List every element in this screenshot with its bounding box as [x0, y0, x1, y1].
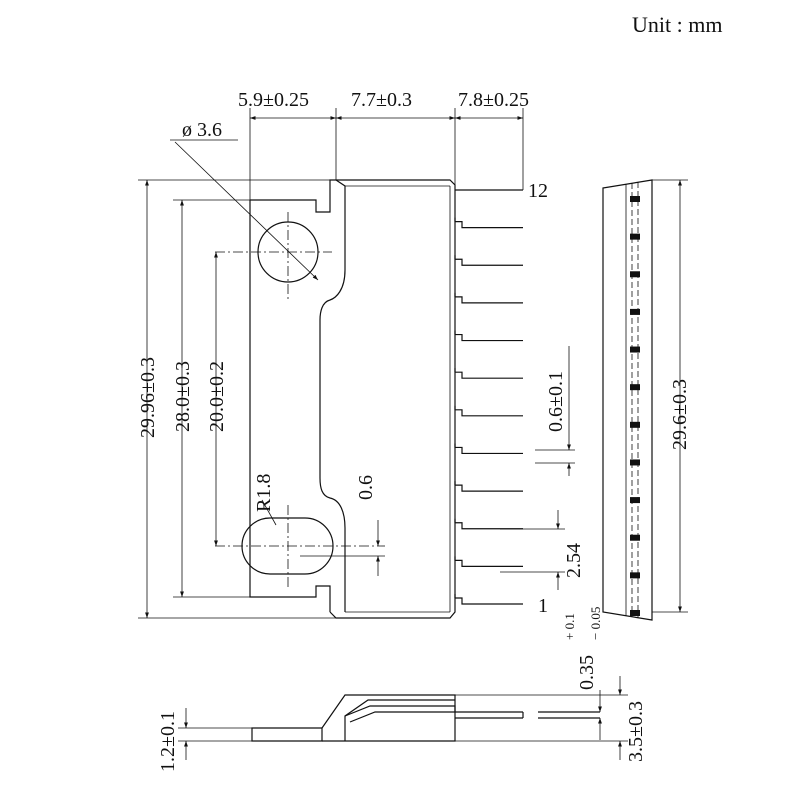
- pin-lead: [454, 481, 523, 492]
- side-pin-marks: [630, 196, 640, 616]
- pin-lead: [454, 518, 523, 530]
- pin-dimensions: 0.6±0.1 2.54: [500, 346, 585, 590]
- side-body-outline: [602, 179, 653, 621]
- pin-label-12: 12: [528, 180, 548, 202]
- pin-label-1: 1: [538, 595, 548, 617]
- pin-lead: [454, 556, 523, 567]
- pin-lead: [454, 330, 523, 342]
- side-pin-mark: [630, 459, 640, 466]
- dim-lead-thickness-plus: + 0.1: [562, 613, 577, 640]
- front-view: 1.2±0.1 0.35 + 0.1 − 0.05 3.5±0.3: [157, 607, 647, 772]
- pin-lead: [454, 217, 523, 229]
- dim-side-height: 29.6±0.3: [669, 379, 691, 450]
- pin-lead: [454, 255, 523, 266]
- pin-lead: [454, 594, 523, 605]
- notch-callouts: R1.8 0.6: [253, 474, 385, 576]
- pin-lead: [454, 368, 523, 379]
- dim-pin-pitch: 2.54: [563, 543, 585, 578]
- side-pin-mark: [630, 534, 640, 541]
- side-pin-mark: [630, 308, 640, 315]
- side-pin-mark: [630, 346, 640, 353]
- package-body: [329, 179, 456, 619]
- dim-pin-width: 0.6±0.1: [545, 371, 567, 432]
- pin-lead: [454, 405, 523, 417]
- dim-package-thickness: 3.5±0.3: [625, 701, 647, 762]
- mounting-hole-bottom: [241, 517, 334, 575]
- lead-thickness-base: 0.35: [576, 655, 598, 690]
- front-lead: [344, 705, 456, 723]
- front-fin: [251, 727, 323, 742]
- side-view: 29.6±0.3: [602, 179, 691, 621]
- dim-notch-depth: 0.6: [355, 475, 377, 500]
- pin-lead: [454, 443, 523, 455]
- left-dimensions: 29.96±0.3 28.0±0.3 20.0±0.2: [137, 179, 336, 619]
- side-pin-mark: [630, 610, 640, 616]
- side-pin-mark: [630, 384, 640, 391]
- dim-top-right: 7.8±0.25: [458, 89, 529, 111]
- front-body: [321, 694, 456, 742]
- pin-lead: [454, 292, 523, 304]
- side-pin-mark: [630, 196, 640, 202]
- dim-hole-pitch: 20.0±0.2: [206, 361, 228, 432]
- top-view: [215, 179, 523, 619]
- unit-label: Unit : mm: [632, 12, 722, 37]
- dim-top-left: 5.9±0.25: [238, 89, 309, 111]
- heatsink-tab-outline: [249, 179, 336, 612]
- side-pin-mark: [630, 572, 640, 579]
- side-pin-mark: [630, 421, 640, 428]
- dim-lead-thickness: 0.35: [576, 655, 598, 690]
- hole-diameter-callout: ø 3.6: [170, 119, 319, 281]
- dim-notch-radius: R1.8: [253, 474, 275, 512]
- dim-lead-thickness-minus: − 0.05: [588, 607, 603, 640]
- side-pin-mark: [630, 233, 640, 240]
- dim-hole-diameter: ø 3.6: [182, 119, 222, 141]
- side-pin-mark: [630, 271, 640, 278]
- pin-array: [454, 189, 523, 605]
- dim-overall-height: 29.96±0.3: [137, 357, 159, 438]
- top-dimensions: 5.9±0.25 7.7±0.3 7.8±0.25: [238, 89, 529, 200]
- dim-fin-thickness: 1.2±0.1: [157, 711, 179, 772]
- dim-body-height: 28.0±0.3: [172, 361, 194, 432]
- side-pin-mark: [630, 497, 640, 504]
- dim-top-mid: 7.7±0.3: [351, 89, 412, 111]
- tab-shape: [319, 179, 346, 612]
